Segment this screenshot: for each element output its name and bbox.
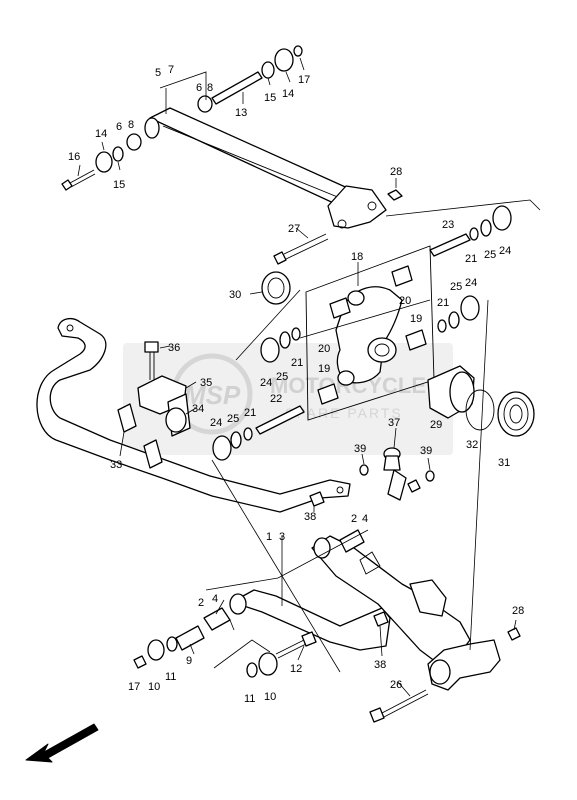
callout-11: 11 <box>165 671 176 683</box>
watermark-logo: MSP <box>184 380 241 410</box>
upper-arm-assembly <box>61 45 403 265</box>
callout-5: 5 <box>155 67 161 79</box>
callout-17b: 17 <box>128 681 140 693</box>
callout-15: 15 <box>264 92 276 104</box>
callout-35: 35 <box>200 377 212 389</box>
callout-31: 31 <box>498 457 510 469</box>
callout-4: 4 <box>362 513 368 525</box>
knuckle-assembly <box>212 205 535 461</box>
callout-28b: 28 <box>512 605 524 617</box>
callout-28: 28 <box>390 166 402 178</box>
callout-26: 26 <box>390 679 402 691</box>
callout-30: 30 <box>229 289 241 301</box>
callout-21c: 21 <box>291 357 303 369</box>
callout-24b: 24 <box>465 277 477 289</box>
callout-8b: 8 <box>128 119 134 131</box>
callout-2: 2 <box>351 513 357 525</box>
callout-11b: 11 <box>244 693 255 705</box>
callout-17: 17 <box>298 74 310 86</box>
callout-27: 27 <box>288 223 300 235</box>
callout-20b: 20 <box>318 343 330 355</box>
callout-24: 24 <box>499 245 511 257</box>
callout-22: 22 <box>270 393 282 405</box>
callout-38b: 38 <box>374 659 386 671</box>
callout-14b: 14 <box>95 128 107 140</box>
callout-labels: 5 7 6 8 13 15 14 17 6 8 14 16 15 28 27 2… <box>68 64 524 705</box>
callout-15b: 15 <box>113 179 125 191</box>
callout-1: 1 <box>266 531 272 543</box>
callout-24c: 24 <box>260 377 272 389</box>
callout-29: 29 <box>430 419 442 431</box>
callout-25d: 25 <box>227 413 239 425</box>
callout-10b: 10 <box>264 691 276 703</box>
callout-38: 38 <box>304 511 316 523</box>
leader-lines <box>77 57 541 697</box>
callout-7: 7 <box>168 64 174 76</box>
callout-16: 16 <box>68 151 80 163</box>
callout-18: 18 <box>351 251 363 263</box>
lower-arm-assembly <box>133 529 521 723</box>
callout-25: 25 <box>484 249 496 261</box>
link-rod <box>309 447 435 507</box>
callout-6: 6 <box>196 82 202 94</box>
callout-21d: 21 <box>244 407 256 419</box>
callout-39b: 39 <box>420 445 432 457</box>
watermark-line2: SPARE PARTS <box>285 405 403 421</box>
callout-6b: 6 <box>116 121 122 133</box>
callout-13: 13 <box>235 107 247 119</box>
callout-23: 23 <box>442 219 454 231</box>
callout-10: 10 <box>148 681 160 693</box>
callout-36: 36 <box>168 342 180 354</box>
callout-37: 37 <box>388 417 400 429</box>
callout-12: 12 <box>290 663 302 675</box>
callout-34: 34 <box>192 403 204 415</box>
callout-3: 3 <box>279 531 285 543</box>
callout-19b: 19 <box>318 363 330 375</box>
callout-32: 32 <box>466 439 478 451</box>
direction-arrow-icon <box>25 723 99 763</box>
callout-25b: 25 <box>450 281 462 293</box>
callout-20: 20 <box>399 295 411 307</box>
callout-21: 21 <box>465 253 477 265</box>
callout-9: 9 <box>186 655 192 667</box>
callout-4b: 4 <box>212 593 218 605</box>
callout-24d: 24 <box>210 417 222 429</box>
callout-2b: 2 <box>198 597 204 609</box>
callout-21b: 21 <box>437 297 449 309</box>
callout-14: 14 <box>282 88 294 100</box>
callout-19: 19 <box>410 313 422 325</box>
callout-25c: 25 <box>276 371 288 383</box>
callout-39: 39 <box>354 443 366 455</box>
callout-33: 33 <box>110 459 122 471</box>
callout-8: 8 <box>207 82 213 94</box>
